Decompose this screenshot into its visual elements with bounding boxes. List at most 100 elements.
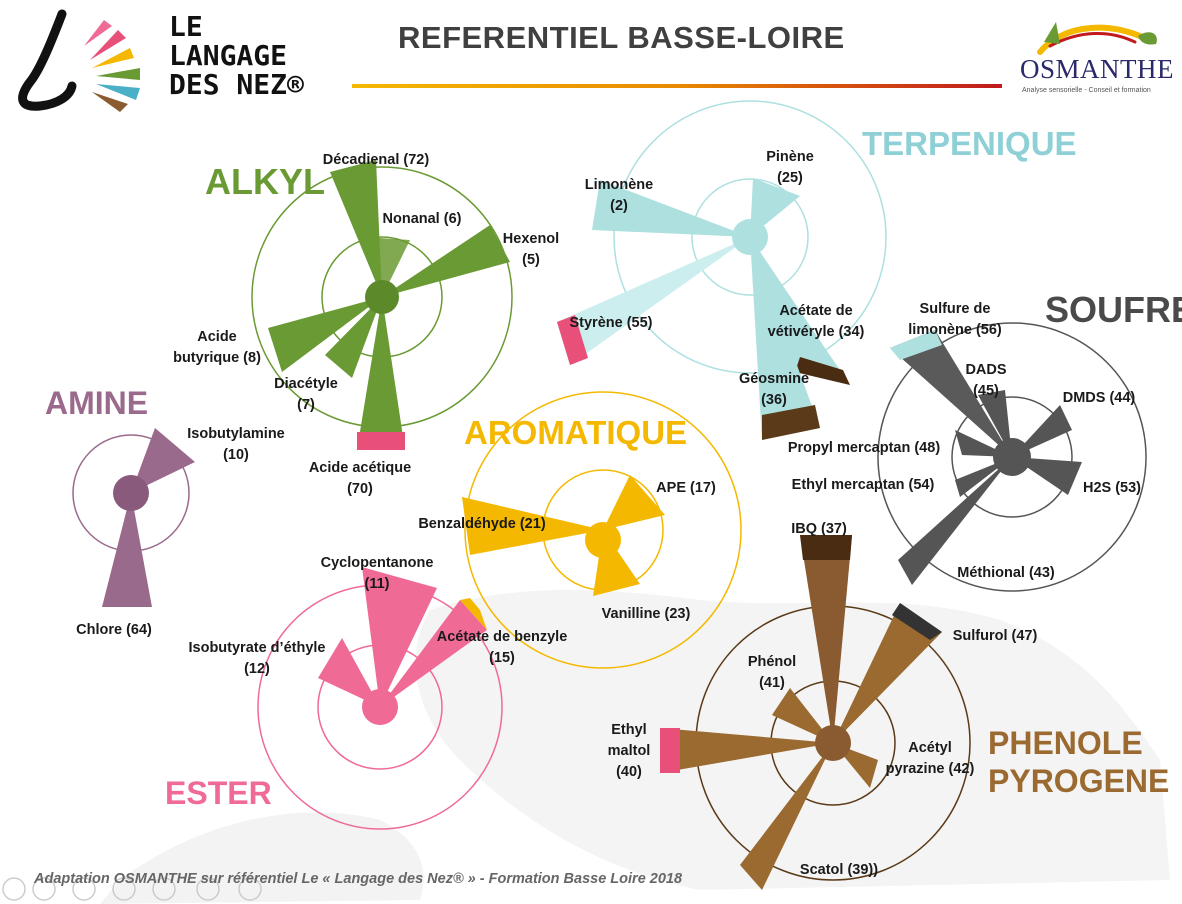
terpenique-substance-label: (36) xyxy=(761,392,787,408)
phenole-substance-label: Ethyl xyxy=(611,722,646,738)
aromatique-outer-ring xyxy=(464,391,742,669)
terpenique-center xyxy=(732,219,768,255)
alkyl-family-title: ALKYL xyxy=(205,161,325,202)
terpenique-petal-styrene-tip xyxy=(557,315,588,365)
ester-petal-acetate-benzyle-tip xyxy=(460,598,487,630)
phenole-petal-sulfurol xyxy=(833,603,942,743)
terpenique-petal-pinene xyxy=(750,178,800,237)
phenole-family-title: PHENOLE xyxy=(988,725,1143,761)
soufre-petal-sulfure-limonene-tip xyxy=(890,330,942,360)
soufre-petal-methional xyxy=(898,457,1012,585)
phenole-substance-label: Scatol (39)) xyxy=(800,862,878,878)
terpenique-inner-ring xyxy=(691,178,809,296)
soufre-substance-label: DMDS (44) xyxy=(1063,390,1136,406)
phenole-substance-label: pyrazine (42) xyxy=(886,761,975,777)
phenole-substance-label: Sulfurol (47) xyxy=(953,628,1038,644)
terpenique-outer-ring xyxy=(613,100,887,374)
pen-icon[interactable] xyxy=(72,877,96,901)
alkyl-group xyxy=(251,160,513,450)
next-slide-icon[interactable] xyxy=(32,877,56,901)
logo-line-2: LANGAGE xyxy=(169,39,288,72)
logo-line-3: DES NEZ® xyxy=(169,68,304,101)
aromatique-petal-benzaldehyde xyxy=(462,497,603,555)
ester-center xyxy=(362,689,398,725)
alkyl-petal-nonanal xyxy=(365,237,410,297)
amine-substance-label: (10) xyxy=(223,447,249,463)
terpenique-substance-label: vétivéryle (34) xyxy=(768,324,865,340)
aromatique-petal-ape xyxy=(603,475,665,530)
amine-center xyxy=(113,475,149,511)
ester-substance-label: Isobutyrate d’éthyle xyxy=(189,640,326,656)
terpenique-substance-label: Acétate de xyxy=(779,303,852,319)
terpenique-substance-label: Limonène xyxy=(585,177,653,193)
phenole-petal-ibq xyxy=(800,535,852,743)
phenole-center xyxy=(815,725,851,761)
terpenique-family-title: TERPENIQUE xyxy=(862,125,1077,162)
slides-icon[interactable] xyxy=(112,877,136,901)
ester-substance-label: Cyclopentanone xyxy=(321,555,434,571)
alkyl-substance-label: (70) xyxy=(347,481,373,497)
alkyl-center xyxy=(365,280,399,314)
terpenique-substance-label: Styrène (55) xyxy=(569,315,652,331)
terpenique-substance-label: (25) xyxy=(777,170,803,186)
terpenique-petal-geosmine-tip xyxy=(762,405,820,440)
soufre-substance-label: limonène (56) xyxy=(908,322,1002,338)
aromatique-substance-label: APE (17) xyxy=(656,480,716,496)
aromatique-substance-label: Vanilline (23) xyxy=(602,606,691,622)
background-map-shape-2 xyxy=(100,812,424,904)
ester-group xyxy=(257,567,503,830)
prev-slide-icon[interactable] xyxy=(2,877,26,901)
phenole-substance-label: (40) xyxy=(616,764,642,780)
phenole-petal-ethyl-maltol xyxy=(660,728,833,773)
terpenique-petal-vetiveryle-tip xyxy=(795,357,850,385)
slide-nav-icons xyxy=(2,877,262,901)
alkyl-substance-label: (7) xyxy=(297,397,315,413)
amine-petal-isobutylamine xyxy=(131,428,195,493)
phenole-petal-ethyl-maltol-tip xyxy=(660,728,680,773)
langage-des-nez-logo-text: LE LANGAGE DES NEZ® xyxy=(169,12,304,99)
soufre-inner-ring xyxy=(951,396,1073,518)
phenole-group xyxy=(660,535,971,890)
footer-caption: Adaptation OSMANTHE sur référentiel Le «… xyxy=(34,871,683,887)
terpenique-petal-limonene xyxy=(592,180,750,237)
alkyl-substance-label: Décadienal (72) xyxy=(323,152,430,168)
aromatique-substance-label: Benzaldéhyde (21) xyxy=(418,516,545,532)
soufre-outer-ring xyxy=(877,322,1147,592)
soufre-substance-label: Ethyl mercaptan (54) xyxy=(792,477,935,493)
phenole-petal-scatol xyxy=(740,743,833,890)
logo-line-1: LE xyxy=(169,10,203,43)
ester-petal-acetate-benzyle xyxy=(380,600,487,707)
terpenique-substance-label: Pinène xyxy=(766,149,814,165)
terpenique-petal-geosmine xyxy=(750,237,820,440)
phenole-substance-label: maltol xyxy=(608,743,651,759)
amine-group xyxy=(72,428,195,607)
soufre-substance-label: (45) xyxy=(973,383,999,399)
soufre-family-title: SOUFRE xyxy=(1045,289,1182,330)
phenole-substance-label: IBQ (37) xyxy=(791,521,847,537)
alkyl-petal-acide-acetique xyxy=(357,297,405,450)
aromatique-family-title: AROMATIQUE xyxy=(464,414,687,451)
zoom-icon[interactable] xyxy=(152,877,176,901)
phenole-family-title: PYROGENE xyxy=(988,763,1169,799)
terpenique-substance-label: Géosmine xyxy=(739,371,809,387)
terpenique-petal-vetiveryle xyxy=(750,237,850,385)
soufre-substance-label: DADS xyxy=(965,362,1006,378)
phenole-substance-label: Acétyl xyxy=(908,740,952,756)
amine-substance-label: Isobutylamine xyxy=(187,426,285,442)
ester-substance-label: (15) xyxy=(489,650,515,666)
aromatique-group xyxy=(462,391,742,669)
more-options-icon[interactable] xyxy=(238,877,262,901)
soufre-substance-label: H2S (53) xyxy=(1083,480,1141,496)
alkyl-substance-label: (5) xyxy=(522,252,540,268)
alkyl-substance-label: Acide xyxy=(197,329,237,345)
subtitle-icon[interactable] xyxy=(196,877,220,901)
alkyl-petal-acide-acetique-tip xyxy=(357,432,405,450)
alkyl-substance-label: butyrique (8) xyxy=(173,350,261,366)
phenole-petal-phenol xyxy=(772,688,833,743)
phenole-petal-ibq-tip xyxy=(800,535,852,560)
page-title: REFERENTIEL BASSE-LOIRE xyxy=(398,20,845,55)
ester-family-title: ESTER xyxy=(165,775,272,811)
